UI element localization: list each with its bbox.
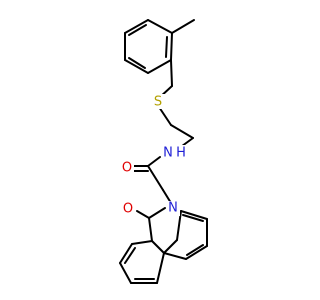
bond	[128, 24, 147, 36]
bond	[147, 59, 172, 74]
amide-oxygen-label: O	[122, 161, 132, 176]
amide-nitrogen-label-bg	[161, 145, 175, 160]
bond	[186, 244, 204, 256]
bond-layer	[119, 19, 208, 284]
bond	[180, 210, 208, 220]
bond	[147, 156, 161, 167]
amide-hydrogen-label-bg	[174, 145, 188, 160]
bond	[124, 247, 136, 264]
bond	[176, 210, 182, 241]
bond	[148, 207, 166, 219]
bond	[128, 57, 146, 69]
molecule-canvas: S N H O N O	[119, 19, 208, 284]
bond	[170, 32, 173, 61]
bond	[136, 210, 150, 219]
sulfur-label: S	[154, 95, 162, 110]
bond	[163, 252, 187, 260]
bond	[182, 214, 204, 222]
ring-nitrogen-label: N	[168, 201, 178, 216]
bond	[131, 240, 153, 245]
bond	[147, 165, 164, 191]
bond	[147, 19, 173, 34]
bond	[185, 245, 208, 260]
bond	[124, 19, 149, 34]
bond	[156, 252, 165, 284]
ring-nitrogen-label-bg	[166, 201, 180, 216]
atom-label-layer: S N H O N O	[120, 94, 188, 217]
bond	[163, 239, 178, 254]
bond	[170, 124, 194, 139]
sulfur-label-bg	[151, 94, 165, 109]
amide-hydrogen-label: H	[176, 146, 186, 161]
bond	[162, 189, 172, 204]
amide-nitrogen-label: N	[163, 146, 173, 161]
bond	[124, 59, 149, 74]
bond	[171, 19, 195, 34]
bond	[119, 262, 132, 284]
bond	[119, 243, 133, 264]
amide-oxygen-label-bg	[120, 161, 134, 176]
lactam-oxygen-label-bg	[121, 202, 135, 217]
bond	[158, 106, 172, 126]
bond	[170, 59, 173, 87]
lactam-oxygen-label: O	[123, 202, 133, 217]
bond	[165, 36, 168, 58]
bond	[151, 240, 165, 254]
molecule-structure: S N H O N O	[119, 19, 208, 284]
bond	[148, 217, 153, 242]
